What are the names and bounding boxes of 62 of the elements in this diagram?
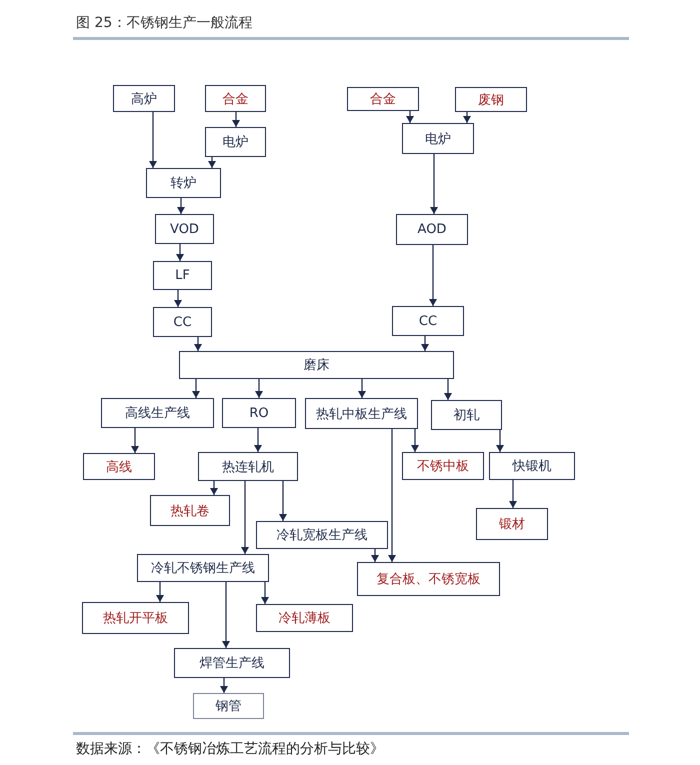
arrow — [430, 154, 438, 214]
arrow — [444, 379, 452, 400]
arrow — [254, 428, 262, 452]
arrow — [174, 290, 182, 307]
process-box: 初轧 — [431, 400, 502, 430]
arrow — [421, 336, 429, 351]
process-box: 钢管 — [193, 693, 264, 719]
product-box: 废钢 — [455, 87, 527, 112]
process-box: 热连轧机 — [198, 452, 298, 481]
arrow — [131, 428, 139, 453]
process-box: 高炉 — [113, 85, 175, 112]
process-box: 磨床 — [179, 351, 454, 379]
process-box: RO — [222, 398, 296, 428]
arrow — [411, 429, 419, 452]
arrow — [222, 582, 230, 648]
process-box: 电炉 — [205, 127, 266, 157]
arrow — [194, 337, 202, 351]
arrow — [208, 157, 216, 168]
process-box: LF — [153, 261, 212, 290]
arrow — [149, 112, 157, 168]
product-box: 合金 — [205, 85, 266, 112]
arrow — [241, 481, 249, 554]
process-box: 快锻机 — [489, 452, 575, 480]
arrow — [509, 480, 517, 508]
arrow — [177, 198, 185, 214]
process-box: 冷轧不锈钢生产线 — [137, 554, 269, 582]
product-box: 热轧开平板 — [82, 602, 189, 634]
arrow — [232, 112, 240, 127]
product-box: 不锈中板 — [402, 452, 484, 480]
arrow — [358, 379, 366, 398]
product-box: 热轧卷 — [150, 495, 230, 526]
product-box: 高线 — [83, 453, 155, 480]
process-box: 高线生产线 — [101, 398, 214, 428]
product-box: 复合板、不锈宽板 — [357, 562, 500, 596]
arrow — [279, 481, 287, 521]
arrow — [463, 112, 471, 123]
process-box: VOD — [155, 214, 214, 244]
arrow — [406, 111, 414, 123]
process-box: 冷轧宽板生产线 — [256, 521, 388, 549]
process-box: 转炉 — [146, 168, 221, 198]
process-box: 焊管生产线 — [174, 648, 290, 678]
arrow — [210, 481, 218, 495]
arrow — [496, 430, 504, 452]
source-note: 数据来源：《不锈钢冶炼工艺流程的分析与比较》 — [76, 740, 384, 758]
arrow — [176, 244, 184, 261]
arrow — [371, 549, 379, 562]
arrow — [429, 245, 437, 306]
arrow — [255, 379, 263, 398]
arrow — [220, 678, 228, 693]
product-box: 冷轧薄板 — [256, 604, 353, 632]
product-box: 合金 — [347, 87, 419, 111]
arrow — [192, 379, 200, 398]
process-box: CC — [392, 306, 464, 336]
arrow — [388, 429, 396, 562]
process-box: CC — [153, 307, 212, 337]
process-box: 热轧中板生产线 — [305, 398, 418, 429]
process-box: 电炉 — [402, 123, 474, 154]
process-box: AOD — [396, 214, 468, 245]
figure-title: 图 25：不锈钢生产一般流程 — [76, 14, 252, 32]
product-box: 锻材 — [476, 508, 548, 540]
arrow — [156, 582, 164, 602]
arrow — [261, 582, 269, 604]
